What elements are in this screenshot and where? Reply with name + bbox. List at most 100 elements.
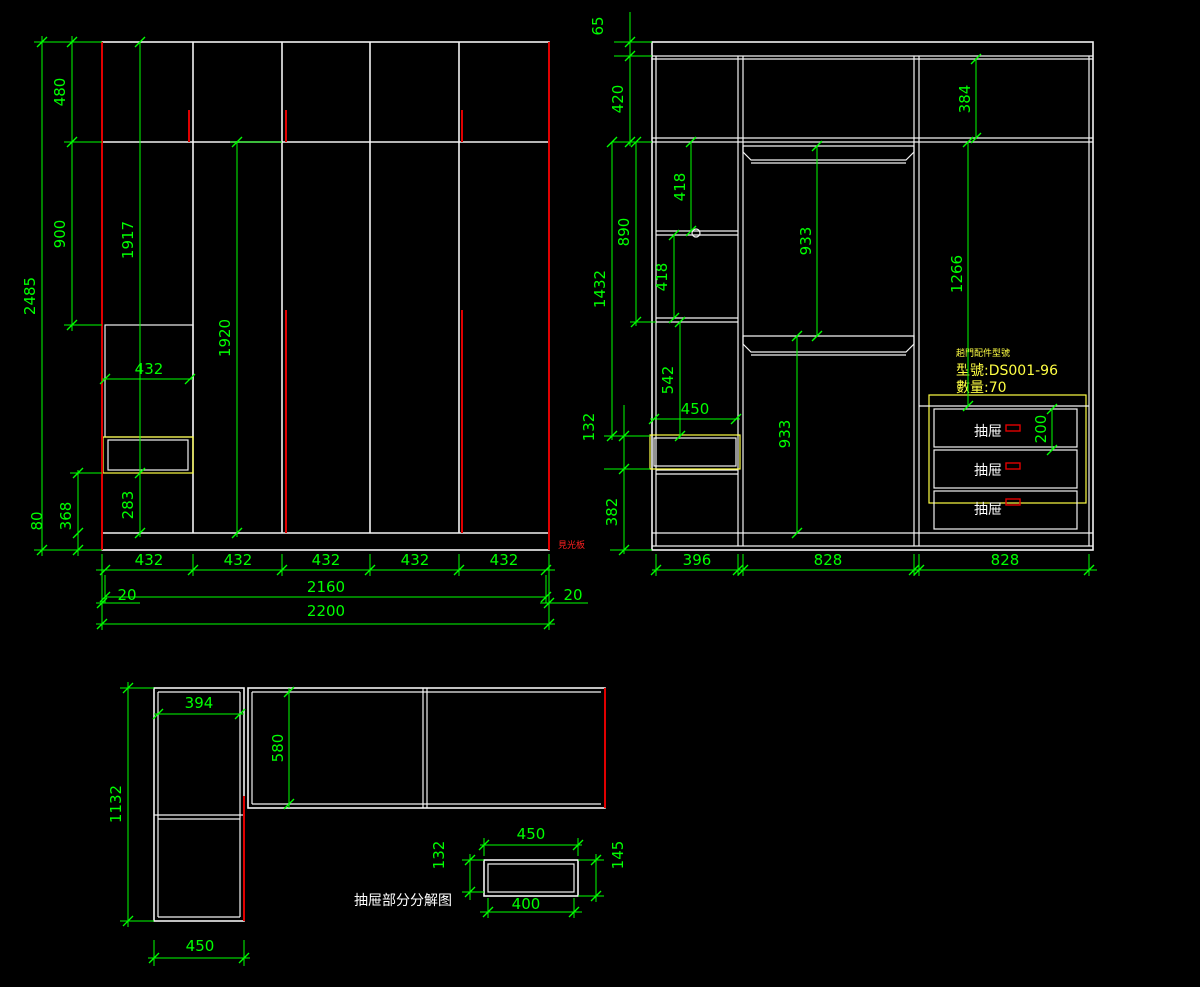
svg-text:400: 400 bbox=[512, 895, 541, 913]
drawer-label: 抽屉 bbox=[974, 424, 1002, 440]
svg-text:432: 432 bbox=[401, 551, 430, 569]
svg-text:420: 420 bbox=[609, 85, 627, 114]
dim-door-height-b: 1920 bbox=[216, 136, 282, 539]
svg-text:432: 432 bbox=[135, 551, 164, 569]
svg-text:1432: 1432 bbox=[591, 270, 609, 308]
svg-text:132: 132 bbox=[580, 413, 598, 442]
dim-bottom: 382 bbox=[603, 469, 652, 556]
svg-text:382: 382 bbox=[603, 498, 621, 527]
drawer-highlight bbox=[102, 436, 194, 474]
drawer-handle bbox=[1005, 424, 1021, 432]
svg-text:145: 145 bbox=[609, 841, 627, 870]
dim-outer-width: 2200 bbox=[96, 602, 555, 630]
front-elevation: 見光板 2485 480 900 1917 1920 432 bbox=[21, 36, 588, 630]
red-note: 見光板 bbox=[558, 539, 585, 551]
svg-text:2485: 2485 bbox=[21, 277, 39, 315]
hanging-rail bbox=[742, 335, 915, 353]
dim-left-body: 1432 bbox=[591, 136, 618, 442]
dim-drawer-width: 450 bbox=[648, 400, 742, 425]
drawer-label: 抽屉 bbox=[974, 463, 1002, 479]
dim-drawer-width: 432 bbox=[99, 360, 196, 385]
dim-top-cabinet-right: 384 bbox=[956, 53, 982, 144]
dim-right-hang: 1266 bbox=[948, 136, 974, 412]
svg-text:80: 80 bbox=[28, 511, 46, 530]
svg-text:432: 432 bbox=[490, 551, 519, 569]
drawer-handle bbox=[1005, 498, 1021, 506]
svg-text:933: 933 bbox=[797, 227, 815, 256]
svg-text:394: 394 bbox=[185, 694, 214, 712]
svg-text:20: 20 bbox=[563, 586, 582, 604]
dim-top-section: 480 bbox=[51, 36, 102, 148]
drawer-stack-highlight bbox=[928, 394, 1087, 504]
svg-text:368: 368 bbox=[57, 502, 75, 531]
svg-text:450: 450 bbox=[186, 937, 215, 955]
svg-text:1920: 1920 bbox=[216, 319, 234, 357]
dim-middle-section: 900 bbox=[51, 142, 102, 331]
svg-text:432: 432 bbox=[135, 360, 164, 378]
dim-drawer-front: 200 bbox=[1032, 403, 1058, 456]
drawer-detail bbox=[483, 859, 579, 897]
dim-hang-lower: 933 bbox=[776, 330, 803, 539]
open-niche bbox=[104, 324, 194, 438]
spec-line: 趟門配件型號 bbox=[956, 347, 1010, 359]
dim-bottom-widths: 396 828 828 bbox=[650, 551, 1097, 576]
interior-elevation: 抽屉 抽屉 抽屉 趟門配件型號 型號:DS001-96 數量:70 65 420… bbox=[580, 12, 1097, 576]
dim-detail-top: 450 bbox=[478, 825, 584, 856]
svg-text:418: 418 bbox=[653, 263, 671, 292]
svg-text:900: 900 bbox=[51, 220, 69, 249]
svg-text:200: 200 bbox=[1032, 415, 1050, 444]
svg-text:2200: 2200 bbox=[307, 602, 345, 620]
drawer bbox=[933, 449, 1078, 489]
drawer-highlight bbox=[649, 434, 741, 470]
dim-detail-left: 132 bbox=[430, 841, 484, 900]
dim-detail-bottom: 400 bbox=[480, 895, 582, 918]
spec-line: 型號:DS001-96 bbox=[956, 363, 1058, 379]
drawer-front bbox=[107, 439, 189, 471]
svg-text:396: 396 bbox=[683, 551, 712, 569]
dim-shelves: 418 418 542 bbox=[653, 136, 697, 442]
knob bbox=[691, 228, 701, 238]
svg-text:1917: 1917 bbox=[119, 221, 137, 259]
svg-text:418: 418 bbox=[671, 173, 689, 202]
svg-text:2160: 2160 bbox=[307, 578, 345, 596]
svg-text:580: 580 bbox=[269, 734, 287, 763]
drawer-label: 抽屉 bbox=[974, 502, 1002, 518]
svg-text:450: 450 bbox=[681, 400, 710, 418]
svg-text:828: 828 bbox=[814, 551, 843, 569]
dim-plan-inner-width: 394 bbox=[152, 694, 246, 720]
dim-top-gap: 65 bbox=[589, 12, 652, 62]
svg-text:1132: 1132 bbox=[107, 785, 125, 823]
dim-drawer-height: 132 bbox=[580, 405, 650, 475]
dim-top-cabinet: 420 bbox=[609, 56, 652, 148]
front-outline bbox=[101, 41, 550, 551]
interior-outline bbox=[651, 41, 1094, 551]
dim-door-height-a: 1917 bbox=[119, 36, 146, 539]
svg-text:432: 432 bbox=[312, 551, 341, 569]
svg-text:132: 132 bbox=[430, 841, 448, 870]
dim-hang-upper: 933 bbox=[797, 140, 823, 342]
svg-text:828: 828 bbox=[991, 551, 1020, 569]
dim-plan-bottom-width: 450 bbox=[148, 937, 250, 966]
dim-shelf-890: 890 bbox=[615, 136, 656, 328]
drawer bbox=[933, 490, 1078, 530]
plan-left-box bbox=[153, 687, 245, 922]
svg-text:890: 890 bbox=[615, 218, 633, 247]
dim-inner-width: 2160 20 20 bbox=[96, 575, 588, 609]
dim-drawer-to-floor: 283 bbox=[119, 467, 146, 533]
dim-total-height: 2485 bbox=[21, 36, 102, 556]
svg-text:20: 20 bbox=[117, 586, 136, 604]
drawer-front bbox=[653, 437, 737, 467]
dim-panel-widths: 432 432 432 432 432 bbox=[96, 551, 555, 630]
dim-detail-right: 145 bbox=[578, 841, 627, 902]
svg-text:432: 432 bbox=[224, 551, 253, 569]
plan-view: 394 580 1132 450 450 400 13 bbox=[107, 682, 627, 966]
svg-text:933: 933 bbox=[776, 420, 794, 449]
svg-text:384: 384 bbox=[956, 85, 974, 114]
spec-line: 數量:70 bbox=[956, 380, 1007, 396]
plan-caption: 抽屉部分分解图 bbox=[354, 893, 452, 909]
svg-text:65: 65 bbox=[589, 16, 607, 35]
svg-text:1266: 1266 bbox=[948, 255, 966, 293]
svg-text:480: 480 bbox=[51, 78, 69, 107]
hanging-rail bbox=[742, 145, 915, 161]
